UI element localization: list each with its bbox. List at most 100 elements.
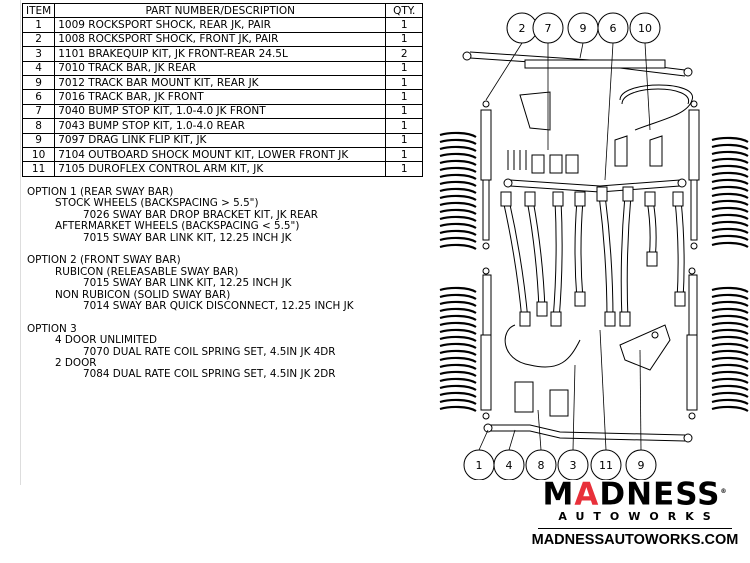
arm-joint	[672, 191, 684, 207]
brand-a-accent: A	[574, 476, 600, 513]
cell-qty: 1	[385, 146, 424, 163]
option-title: OPTION 3	[27, 322, 77, 335]
arm-joint	[674, 291, 686, 307]
cell-qty: 1	[385, 17, 424, 33]
cell-item: 1	[21, 17, 56, 33]
cell-item: 11	[21, 161, 56, 177]
drag-link	[462, 51, 693, 77]
option-condition: AFTERMARKET WHEELS (BACKSPACING < 5.5")	[55, 220, 300, 233]
callout-label-top: 2	[519, 22, 526, 35]
cell-item: 4	[21, 60, 56, 76]
brand-subtitle: AUTOWORKS	[558, 510, 720, 524]
registered-mark: ®	[720, 488, 728, 495]
table-header-row: ITEM PART NUMBER/DESCRIPTION QTY.	[21, 2, 424, 19]
cell-qty: 1	[385, 31, 424, 48]
option-condition: STOCK WHEELS (BACKSPACING > 5.5")	[55, 197, 259, 210]
brand-m: M	[542, 476, 575, 513]
arm-joint	[646, 251, 658, 267]
arm-joint	[524, 191, 536, 207]
option-title: OPTION 2 (FRONT SWAY BAR)	[27, 254, 181, 267]
cell-description: 7016 TRACK BAR, JK FRONT	[54, 89, 387, 105]
callout-label-bottom: 9	[638, 459, 645, 472]
control-arm	[674, 199, 685, 301]
control-arm	[552, 199, 563, 321]
cell-item: 9	[21, 132, 56, 148]
coil-spring	[711, 286, 749, 412]
cell-item: 3	[21, 46, 56, 62]
callout-circle	[493, 449, 525, 480]
arm-joint	[519, 311, 531, 327]
cell-description: 7010 TRACK BAR, JK REAR	[54, 60, 387, 76]
cell-item: 9	[21, 74, 56, 91]
arm-joint	[552, 191, 564, 207]
option-part: 7026 SWAY BAR DROP BRACKET KIT, JK REAR	[83, 208, 318, 221]
shock-absorbers	[480, 100, 700, 420]
cell-qty: 1	[385, 74, 424, 91]
callout-leader	[639, 349, 642, 451]
control-arm	[646, 199, 657, 261]
logo-divider	[538, 528, 732, 530]
cell-description: 1009 ROCKSPORT SHOCK, REAR JK, PAIR	[54, 17, 387, 33]
callout-label-top: 9	[580, 22, 587, 35]
cell-description: 7043 BUMP STOP KIT, 1.0-4.0 REAR	[54, 118, 387, 134]
callout-label-bottom: 1	[476, 459, 483, 472]
cell-item: 8	[21, 118, 56, 134]
callout-label-bottom: 8	[538, 459, 545, 472]
option-condition: RUBICON (RELEASABLE SWAY BAR)	[55, 265, 239, 278]
arm-joint	[574, 191, 586, 207]
cell-qty: 1	[385, 89, 424, 105]
control-arm	[620, 194, 632, 321]
cell-item: 10	[21, 146, 56, 163]
cell-description: 1008 ROCKSPORT SHOCK, FRONT JK, PAIR	[54, 31, 387, 48]
arm-joint	[536, 301, 548, 317]
cell-description: 7012 TRACK BAR MOUNT KIT, REAR JK	[54, 74, 387, 91]
callout-circle	[557, 449, 589, 480]
arm-joint	[622, 186, 634, 202]
callout-leader	[485, 42, 523, 101]
callout-leader	[604, 42, 614, 181]
page-border	[20, 0, 21, 485]
callout-circle	[590, 449, 622, 480]
option-part: 7014 SWAY BAR QUICK DISCONNECT, 12.25 IN…	[83, 300, 354, 313]
rear-track-bar	[483, 423, 693, 443]
arm-joint	[604, 311, 616, 327]
callout-leader	[579, 42, 584, 59]
option-part: 7015 SWAY BAR LINK KIT, 12.25 INCH JK	[83, 231, 292, 244]
callout-circle	[532, 12, 564, 44]
option-part: 7070 DUAL RATE COIL SPRING SET, 4.5IN JK…	[83, 345, 336, 358]
madness-logo: MADNESS® AUTOWORKS MADNESSAUTOWORKS.COM	[530, 476, 740, 548]
rear-bump-stops	[514, 381, 569, 417]
cell-item: 2	[21, 31, 56, 48]
callout-leader	[599, 329, 607, 451]
option-condition: 2 DOOR	[55, 357, 97, 370]
website-url[interactable]: MADNESSAUTOWORKS.COM	[531, 532, 739, 549]
arm-joint	[596, 186, 608, 202]
options-list: OPTION 1 (REAR SWAY BAR)STOCK WHEELS (BA…	[27, 186, 354, 381]
callout-label-top: 6	[610, 22, 617, 35]
cell-qty: 1	[385, 60, 424, 76]
cell-item: 6	[21, 89, 56, 105]
brake-lines	[504, 84, 693, 368]
callout-circle	[625, 449, 657, 480]
control-arm	[598, 194, 614, 321]
callout-circle	[525, 449, 557, 480]
control-arms	[500, 186, 686, 327]
callout-leader	[478, 429, 489, 451]
brand-rest: DNESS	[599, 476, 721, 513]
callout-label-top: 10	[638, 22, 652, 35]
callout-circle	[629, 12, 661, 44]
cell-qty: 2	[385, 46, 424, 62]
coil-springs	[439, 131, 749, 412]
cell-description: 7105 DUROFLEX CONTROL ARM KIT, JK	[54, 161, 387, 177]
